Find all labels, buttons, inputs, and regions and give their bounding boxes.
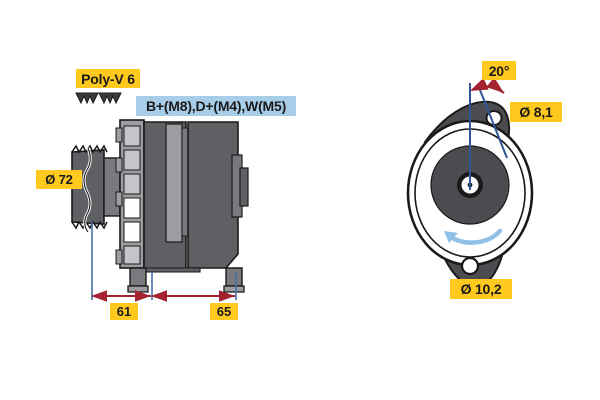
pulley bbox=[71, 144, 108, 233]
rear-housing bbox=[187, 121, 249, 269]
drive-end-bracket bbox=[115, 119, 145, 269]
dimension-label-right: 65 bbox=[210, 303, 238, 320]
callout-terminals: B+(M8),D+(M4),W(M5) bbox=[136, 96, 296, 116]
callout-top-bore-diameter: Ø 8,1 bbox=[510, 102, 562, 122]
callout-pulley-diameter: Ø 72 bbox=[36, 170, 82, 189]
callout-mount-angle: 20° bbox=[482, 61, 516, 80]
poly-v-groove-icon bbox=[75, 92, 122, 105]
side-view-group bbox=[71, 92, 249, 302]
stator-housing bbox=[143, 121, 189, 271]
callout-poly-v: Poly-V 6 bbox=[76, 69, 140, 88]
rotation-direction-arrow bbox=[444, 228, 503, 245]
dimension-label-left: 61 bbox=[110, 303, 138, 320]
front-view-group bbox=[406, 77, 534, 288]
mounting-feet bbox=[127, 267, 245, 293]
callout-bottom-bore-diameter: Ø 10,2 bbox=[450, 279, 512, 299]
angle-dimension bbox=[469, 77, 505, 94]
